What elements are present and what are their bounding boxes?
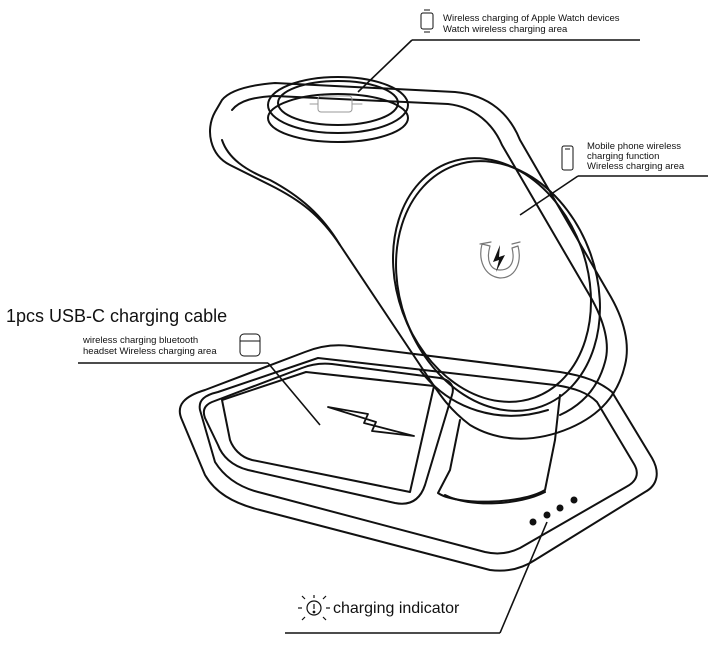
phone-callout-line2: charging function	[587, 151, 660, 162]
cable-callout: 1pcs USB-C charging cable	[6, 306, 228, 326]
indicator-light-icon	[298, 595, 330, 621]
base-plate	[178, 344, 658, 572]
earbuds-callout-line1: wireless charging bluetooth	[83, 335, 199, 346]
phone-callout-line1: Mobile phone wireless	[587, 141, 681, 152]
indicator-callout: charging indicator	[333, 600, 460, 617]
indicator-dot	[556, 504, 564, 512]
earbuds-callout-line2: headset Wireless charging area	[83, 346, 217, 357]
phone-icon	[561, 145, 574, 171]
magnet-icon	[479, 241, 521, 279]
earbuds-case-icon	[239, 333, 261, 357]
watch-on-puck-icon	[309, 95, 363, 113]
watch-icon	[420, 9, 434, 33]
base-top-rim	[198, 357, 638, 555]
watch-callout-line1: Wireless charging of Apple Watch devices	[443, 13, 620, 24]
stand-stem	[437, 394, 561, 503]
phone-callout-line3: Wireless charging area	[587, 161, 685, 172]
lightning-bolt-icon	[327, 406, 415, 437]
phone-charging-disc	[392, 157, 592, 403]
indicator-dot	[529, 518, 537, 526]
indicator-dot	[543, 511, 551, 519]
indicator-dot	[570, 496, 578, 504]
watch-callout-line2: Watch wireless charging area	[443, 24, 568, 35]
stand-arm	[209, 82, 628, 440]
watch-charger-puck	[267, 76, 409, 134]
earbud-pad	[202, 362, 454, 505]
earbud-pad-inner	[221, 371, 435, 493]
magnet-bolt-icon	[493, 245, 505, 272]
